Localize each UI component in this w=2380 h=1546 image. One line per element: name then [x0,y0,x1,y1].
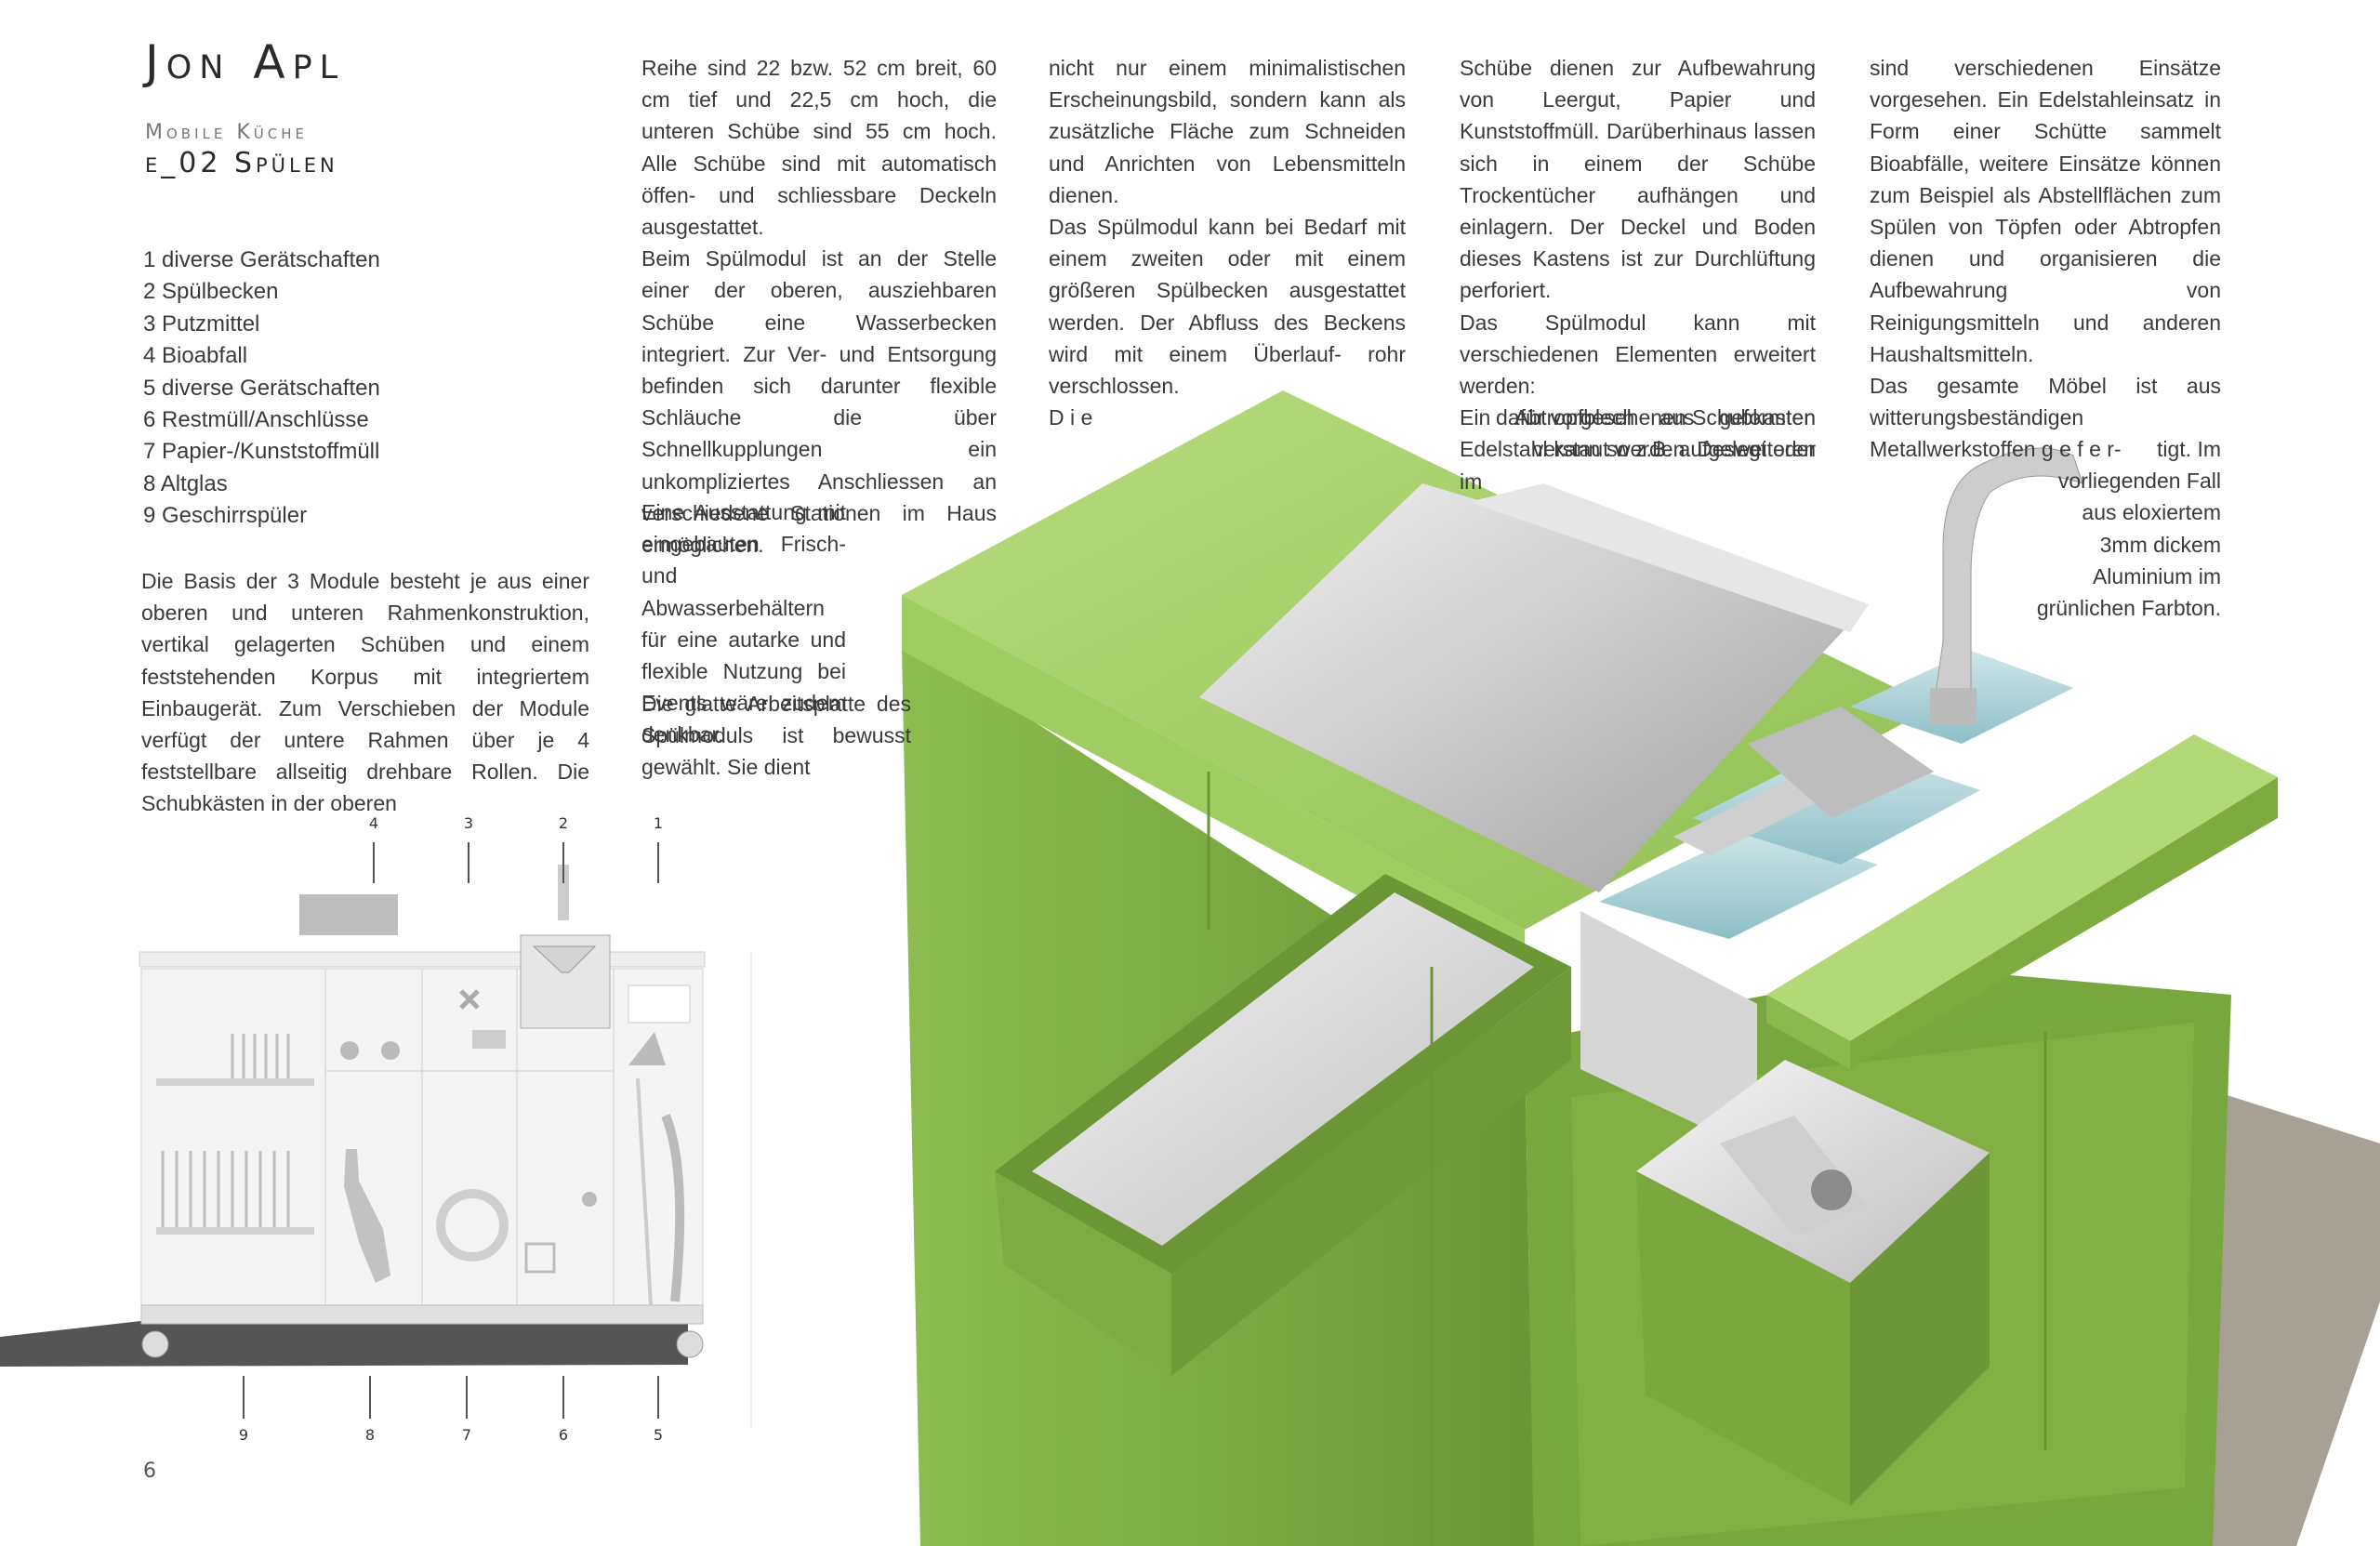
callout-label: 4 [368,814,379,832]
module-rendering [902,390,2278,1546]
legend-item: 4 Bioabfall [143,343,248,369]
callout-label: 3 [463,814,474,832]
paragraph: sind verschiedenen Einsätze vorgesehen. … [1870,56,2221,366]
page-number: 6 [143,1460,158,1483]
legend-item: 8 Altglas [143,470,228,496]
text-column-4-wrap: dafür vorgesehenen Schubkasten verstaut … [1478,402,1816,465]
legend-list: 1 diverse Gerätschaften 2 Spülbecken 3 P… [143,244,380,533]
paragraph: Die glatte Arbeitsplatte des Spülmoduls … [641,692,911,780]
paragraph: Das Spülmodul kann bei Bedarf mit einem … [1049,215,1406,399]
paragraph: D i e [1049,405,1093,430]
callout-label: 2 [558,814,569,832]
drawing-shadow [0,1320,688,1367]
paragraph: Beim Spülmodul ist an der Stelle einer d… [641,246,997,558]
paragraph: Schübe dienen zur Aufbewahrung von Leerg… [1460,56,1816,303]
callout-label: 7 [461,1426,472,1444]
paragraph: dafür vorgesehenen Schubkasten verstaut … [1496,405,1816,462]
legend-item: 6 Restmüll/Anschlüsse [143,407,369,433]
paragraph: Die Basis der 3 Module besteht je aus ei… [141,569,589,816]
legend-item: 5 diverse Gerätschaften [143,375,380,401]
text-column-4: Schübe dienen zur Aufbewahrung von Leerg… [1460,52,1816,497]
text-column-5: sind verschiedenen Einsätze vorgesehen. … [1870,52,2221,466]
page-subtitle: Mobile Küche [145,121,308,144]
callout-label: 6 [558,1426,569,1444]
page-title: Jon Apl [145,35,346,89]
legend-item: 2 Spülbecken [143,279,279,305]
callout-label: 8 [364,1426,376,1444]
paragraph: tigt. Im vorliegenden Fall aus eloxierte… [2036,437,2221,621]
text-column-1: Die Basis der 3 Module besteht je aus ei… [141,565,589,820]
callout-label: 9 [238,1426,249,1444]
text-column-5-wrap: tigt. Im vorliegenden Fall aus eloxierte… [2030,433,2221,624]
elevation-drawing [139,842,752,1428]
callout-label: 5 [653,1426,664,1444]
callout-label: 1 [653,814,664,832]
legend-item: 9 Geschirrspüler [143,503,308,529]
text-column-2-end: Die glatte Arbeitsplatte des Spülmoduls … [641,688,911,784]
paragraph: Das Spülmodul kann mit verschiedenen Ele… [1460,310,1816,399]
paragraph: nicht nur einem minimalistischen Erschei… [1049,56,1406,207]
paragraph: Ein Abtropfblech aus geformten Edelstahl… [1460,405,1816,494]
text-column-3: nicht nur einem minimalistischen Erschei… [1049,52,1406,433]
legend-item: 7 Papier-/Kunststoffmüll [143,439,380,465]
text-column-2-wrap: Eine Ausstattung mit eingebauten Frisch-… [641,496,846,751]
text-column-2: Reihe sind 22 bzw. 52 cm breit, 60 cm ti… [641,52,997,561]
section-title: e_02 Spülen [145,147,338,179]
paragraph: Reihe sind 22 bzw. 52 cm breit, 60 cm ti… [641,56,997,240]
paragraph: Das gesamte Möbel ist aus witterungsbest… [1870,374,2221,462]
legend-item: 3 Putzmittel [143,311,260,337]
paragraph: Eine Ausstattung mit eingebauten Frisch-… [641,500,846,747]
legend-item: 1 diverse Gerätschaften [143,247,380,272]
